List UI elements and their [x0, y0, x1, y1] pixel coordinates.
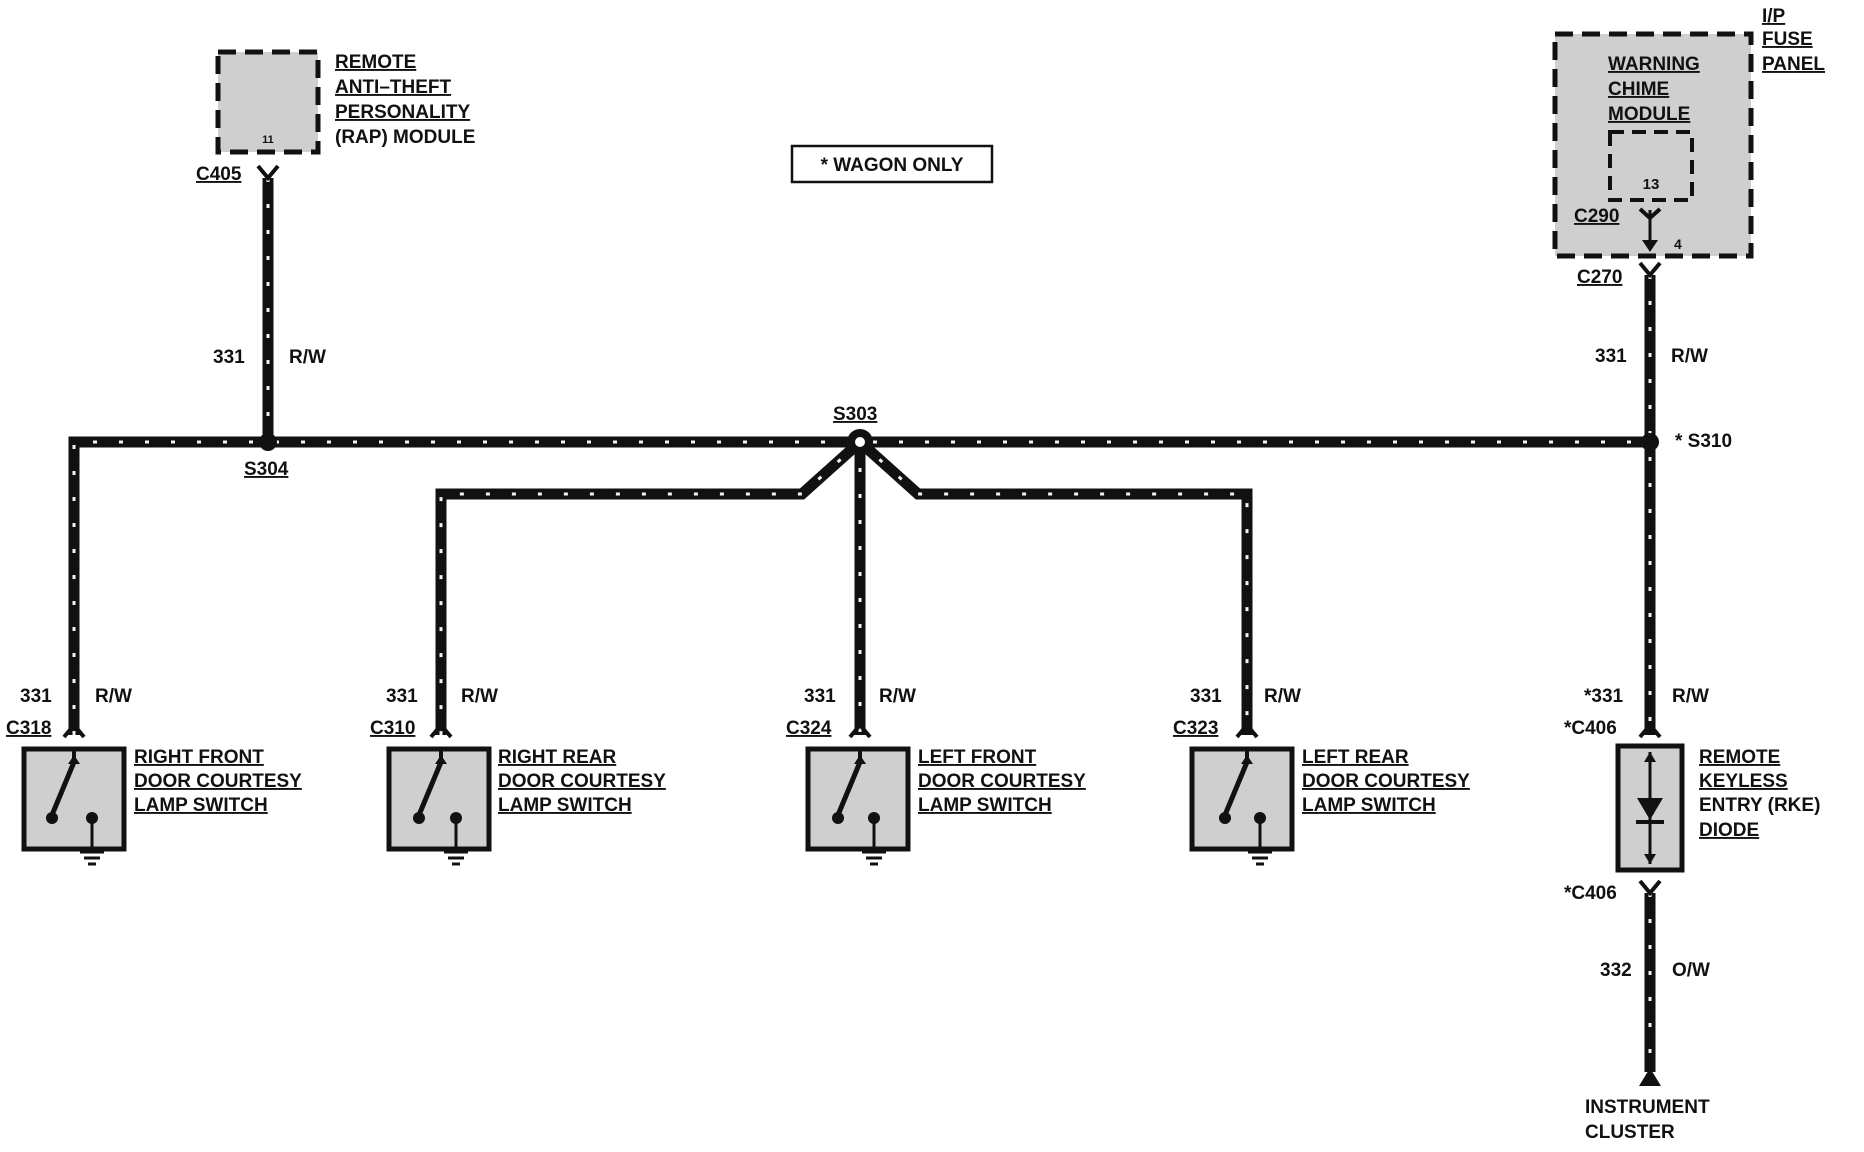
rke-connector-top-label: *C406	[1564, 718, 1617, 739]
chime-module-inner-box	[1608, 130, 1694, 202]
switch-connector-label: C323	[1173, 718, 1218, 739]
chime-label-1: WARNING	[1608, 54, 1700, 75]
c270-connector-symbol	[1638, 261, 1662, 279]
splice-s303-label: S303	[833, 404, 877, 425]
right-front-door-switch: 331 R/W C318 RIGHT FRONT DOOR COURTESY L…	[6, 686, 302, 866]
rke-wire-in-color: R/W	[1672, 686, 1709, 707]
fuse-panel-label-2: FUSE	[1762, 29, 1813, 50]
main-bus-wire	[68, 436, 1650, 735]
rap-label-4: (RAP) MODULE	[335, 127, 475, 148]
note-text: * WAGON ONLY	[821, 155, 964, 176]
rap-pin: 11	[262, 134, 274, 146]
fuse-wire-number: 331	[1595, 346, 1627, 367]
splice-s304-dot	[259, 433, 277, 451]
fuse-wire-color: R/W	[1671, 346, 1708, 367]
switch-label-1: LEFT FRONT	[918, 747, 1037, 768]
c270-label: C270	[1577, 267, 1622, 288]
switch-label-2: DOOR COURTESY	[1302, 771, 1470, 792]
right-rear-door-switch: 331 R/W C310 RIGHT REAR DOOR COURTESY LA…	[370, 686, 666, 866]
switch-label-1: RIGHT FRONT	[134, 747, 264, 768]
switch-label-1: LEFT REAR	[1302, 747, 1409, 768]
switch-connector-label: C318	[6, 718, 51, 739]
switch-label-3: LAMP SWITCH	[498, 795, 632, 816]
rap-wire-number: 331	[213, 347, 245, 368]
switch-wire-number: 331	[386, 686, 418, 707]
wagon-only-note: * WAGON ONLY	[790, 144, 994, 184]
rke-label-3: ENTRY (RKE)	[1699, 795, 1820, 816]
fuse-panel-box	[1552, 31, 1754, 259]
chime-inner-pin: 13	[1643, 176, 1660, 193]
c406-bottom-connector-symbol	[1638, 879, 1662, 897]
instrument-cluster: INSTRUMENT CLUSTER	[1585, 1068, 1710, 1143]
cluster-terminal-icon	[1639, 1068, 1661, 1086]
fuse-panel-label-1: I/P	[1762, 6, 1786, 27]
rap-module: 11 REMOTE ANTI–THEFT PERSONALITY (RAP) M…	[196, 49, 475, 368]
right-rear-branch-wire	[435, 437, 864, 735]
rke-wire-out-color: O/W	[1672, 960, 1710, 981]
wire-harness	[68, 178, 1656, 1072]
rap-module-box	[215, 49, 321, 155]
rke-label-1: REMOTE	[1699, 747, 1780, 768]
rap-label-3: PERSONALITY	[335, 102, 470, 123]
left-front-door-switch: 331 R/W C324 LEFT FRONT DOOR COURTESY LA…	[786, 686, 1086, 866]
switch-wire-number: 331	[1190, 686, 1222, 707]
switch-box	[1189, 746, 1295, 852]
left-rear-door-switch: 331 R/W C323 LEFT REAR DOOR COURTESY LAM…	[1173, 686, 1470, 866]
c405-label: C405	[196, 164, 242, 185]
splice-s304-label: S304	[244, 459, 289, 480]
rap-label-1: REMOTE	[335, 52, 416, 73]
rap-wire-color: R/W	[289, 347, 326, 368]
c406-top-connector-symbol	[1638, 721, 1662, 739]
rke-wire-in-number: *331	[1584, 686, 1624, 707]
switch-connector-label: C310	[370, 718, 415, 739]
rke-connector-bottom-label: *C406	[1564, 883, 1617, 904]
rap-label-2: ANTI–THEFT	[335, 77, 452, 98]
switch-wire-color: R/W	[1264, 686, 1301, 707]
switch-label-3: LAMP SWITCH	[134, 795, 268, 816]
switch-label-2: DOOR COURTESY	[134, 771, 302, 792]
c405-connector-symbol	[256, 164, 280, 182]
rke-diode: *331 R/W *C406 *C406 REMOTE KEYLESS ENTR…	[1564, 686, 1820, 981]
c290-label: C290	[1574, 206, 1619, 227]
switch-wire-number: 331	[804, 686, 836, 707]
switch-label-3: LAMP SWITCH	[918, 795, 1052, 816]
chime-label-3: MODULE	[1608, 104, 1690, 125]
switch-wire-number: 331	[20, 686, 52, 707]
rke-label-2: KEYLESS	[1699, 771, 1788, 792]
switch-wire-color: R/W	[95, 686, 132, 707]
switch-label-2: DOOR COURTESY	[918, 771, 1086, 792]
switch-wire-color: R/W	[879, 686, 916, 707]
left-rear-branch-wire	[856, 437, 1253, 735]
fuse-panel: I/P FUSE PANEL WARNING CHIME MODULE 13 C…	[1552, 6, 1825, 367]
diode-icon	[1637, 798, 1663, 820]
splice-s310-dot	[1641, 433, 1659, 451]
cluster-label-2: CLUSTER	[1585, 1122, 1675, 1143]
switch-label-2: DOOR COURTESY	[498, 771, 666, 792]
switch-label-1: RIGHT REAR	[498, 747, 617, 768]
switch-label-3: LAMP SWITCH	[1302, 795, 1436, 816]
switch-box	[21, 746, 127, 852]
rke-label-4: DIODE	[1699, 820, 1759, 841]
chime-label-2: CHIME	[1608, 79, 1669, 100]
splice-s310-label: * S310	[1675, 431, 1732, 452]
rke-wire-out-number: 332	[1600, 960, 1632, 981]
cluster-label-1: INSTRUMENT	[1585, 1097, 1710, 1118]
fuse-panel-label-3: PANEL	[1762, 54, 1825, 75]
fuse-panel-pin: 4	[1674, 236, 1682, 252]
switch-connector-label: C324	[786, 718, 832, 739]
switch-wire-color: R/W	[461, 686, 498, 707]
